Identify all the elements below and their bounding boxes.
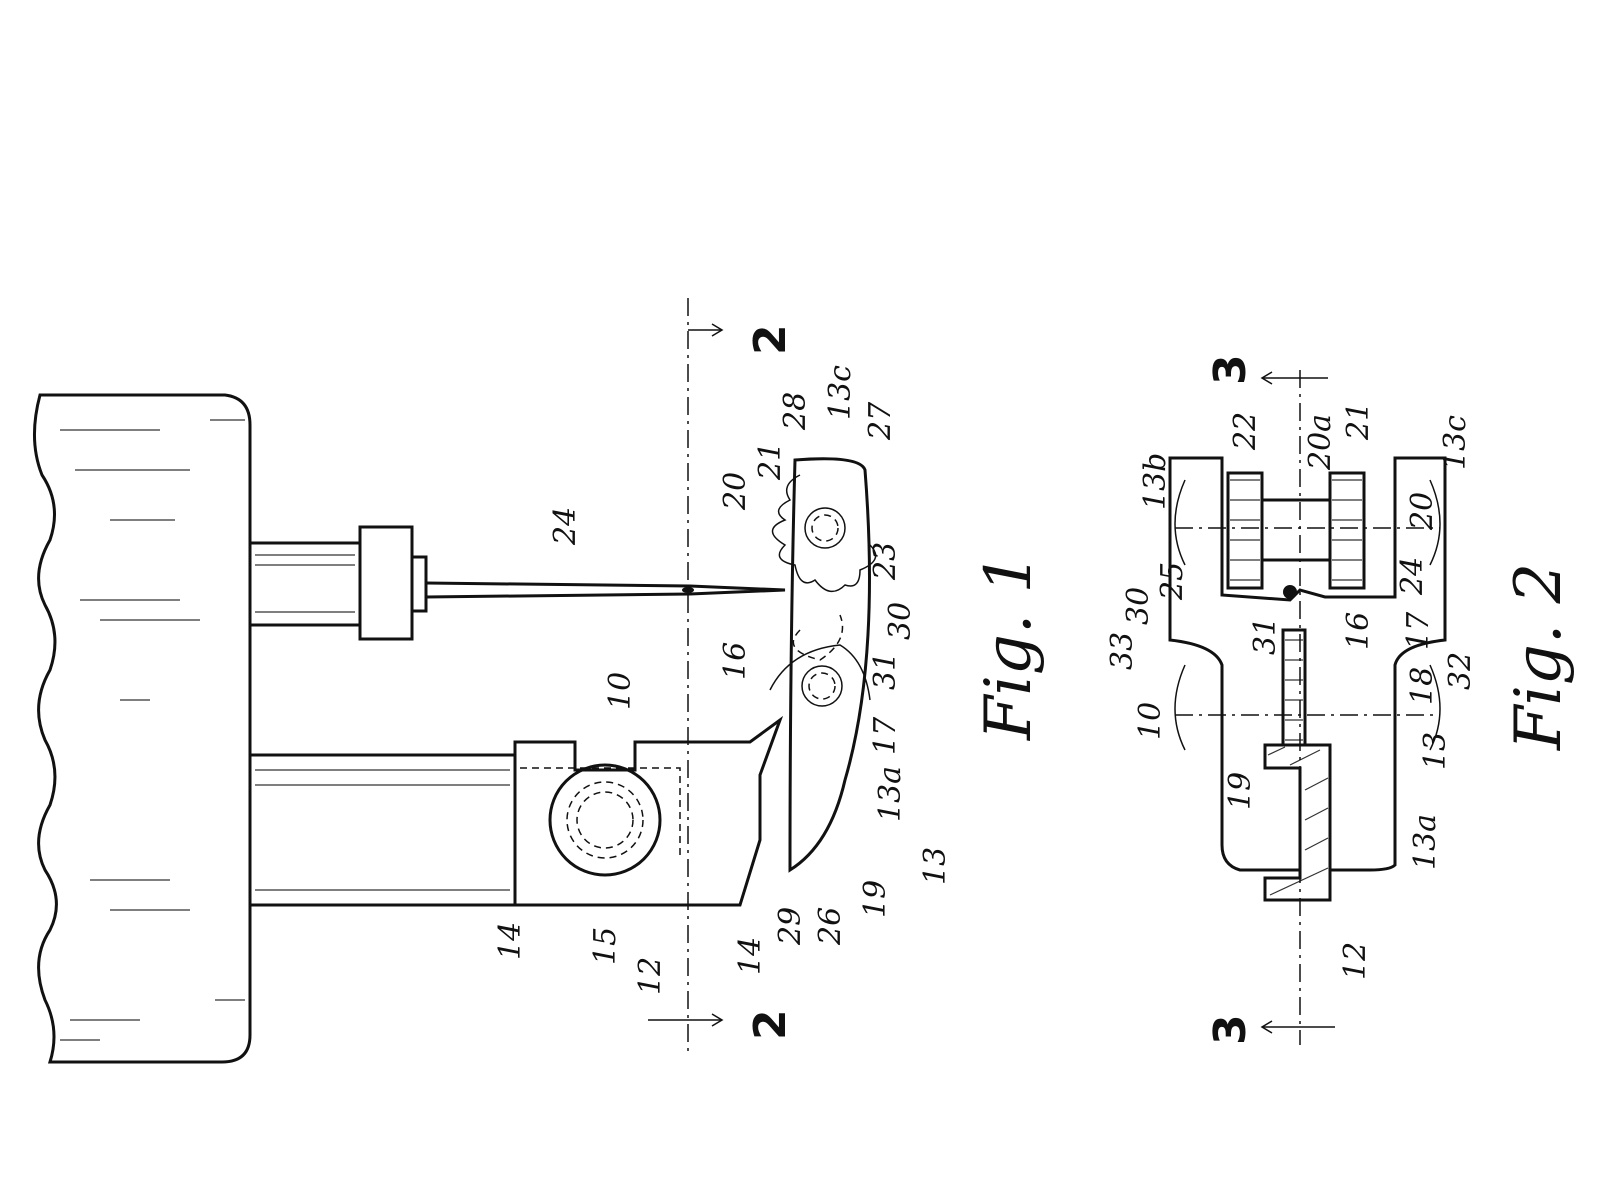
ref-label: 17 — [1401, 611, 1436, 650]
needle-eye — [682, 587, 694, 593]
ref-label: 13c — [823, 365, 858, 420]
ref-label: 12 — [633, 957, 668, 995]
needle-nut — [410, 555, 428, 613]
ref-label: 13b — [1138, 453, 1173, 510]
presser-foot-shank — [513, 715, 784, 907]
needle — [425, 581, 786, 599]
ref-label: 21 — [1341, 402, 1376, 441]
shank-section-12 — [1263, 743, 1332, 902]
ref-label: 10 — [1133, 702, 1168, 740]
ref-label: 30 — [883, 602, 918, 640]
figure-caption: Fig. 1 — [972, 553, 1046, 741]
ref-label: 20a — [1303, 414, 1338, 471]
ref-label: 22 — [1228, 412, 1263, 451]
ref-label: 19 — [1223, 772, 1258, 810]
ref-label: 24 — [1395, 557, 1430, 596]
section-mark: 3 — [1205, 1014, 1256, 1045]
needle-hole-24 — [1283, 585, 1297, 599]
ref-label: 14 — [733, 937, 768, 975]
figure-2 — [1168, 370, 1447, 1045]
ref-label: 29 — [773, 907, 808, 946]
figure-1-labels: 2 2 Fig. 1 24 10 16 20 21 28 13c 27 23 3… — [493, 324, 1046, 1040]
ref-label: 20 — [1405, 492, 1440, 531]
section-mark: 2 — [745, 1009, 796, 1040]
base-shading — [60, 419, 245, 1041]
ref-label: 18 — [1405, 667, 1440, 705]
ref-label: 13 — [1418, 732, 1453, 770]
ref-label: 13c — [1438, 415, 1473, 470]
section-mark: 3 — [1205, 354, 1256, 385]
ref-label: 14 — [493, 922, 528, 960]
ref-label: 23 — [868, 542, 903, 581]
ref-label: 15 — [588, 927, 623, 965]
ref-label: 30 — [1121, 587, 1156, 625]
feed-roller-20 — [771, 474, 877, 593]
ref-label: 21 — [753, 442, 788, 481]
figure-1 — [33, 298, 877, 1064]
ref-label: 12 — [1338, 942, 1373, 980]
figure-2-labels: 3 3 Fig. 2 13b 22 20a 21 13c 20 24 25 30… — [1105, 354, 1576, 1045]
ref-label: 13a — [873, 766, 908, 822]
foot-outline — [1168, 456, 1447, 872]
ref-label: 28 — [778, 392, 813, 431]
ref-label: 13 — [918, 847, 953, 885]
ref-label: 25 — [1155, 562, 1190, 601]
section-mark: 2 — [745, 324, 796, 355]
roller-22 — [1226, 471, 1264, 590]
ref-label: 20 — [718, 472, 753, 511]
ref-label: 17 — [868, 716, 903, 755]
ref-label: 26 — [813, 907, 848, 946]
axle-20a — [1260, 498, 1332, 562]
ref-label: 31 — [868, 652, 903, 690]
ref-label: 10 — [603, 672, 638, 710]
ref-label: 27 — [863, 401, 898, 441]
presser-foot-sole — [788, 457, 871, 873]
ref-label: 16 — [1341, 612, 1376, 650]
ref-label: 19 — [858, 880, 893, 918]
figure-caption: Fig. 2 — [1502, 563, 1576, 751]
ref-label: 33 — [1105, 632, 1140, 670]
presser-bar — [248, 753, 517, 907]
roller-21 — [1328, 471, 1366, 590]
screw-15 — [548, 763, 662, 877]
machine-base — [33, 393, 252, 1064]
ref-label: 24 — [548, 507, 583, 546]
needle-clamp — [358, 525, 414, 641]
ref-label: 16 — [718, 642, 753, 680]
spring-16 — [1281, 628, 1307, 752]
ref-label: 32 — [1443, 652, 1478, 690]
ref-label: 31 — [1248, 617, 1283, 655]
ref-label: 13a — [1408, 814, 1443, 870]
